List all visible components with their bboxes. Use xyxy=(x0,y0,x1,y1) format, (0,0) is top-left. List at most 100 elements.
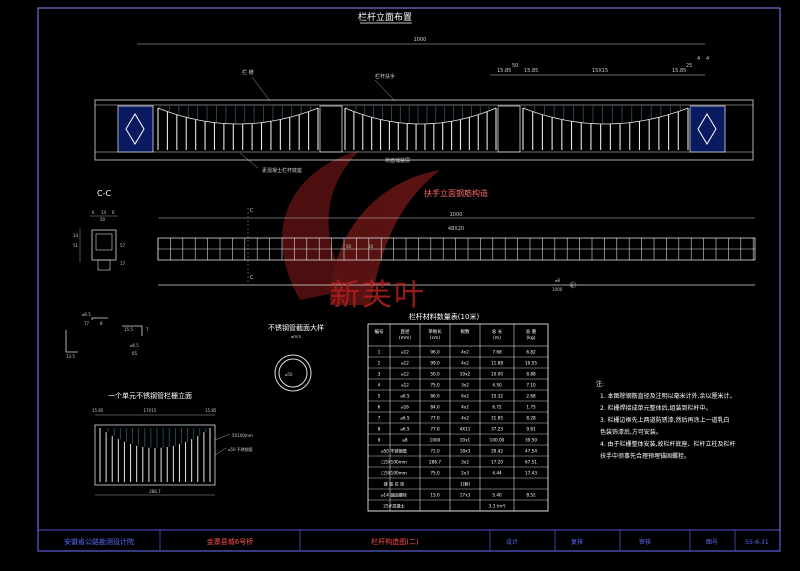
title-block xyxy=(37,529,781,552)
table-cell: 25#混凝土 xyxy=(383,503,404,510)
handrail-elev-title: 扶手立面钢筋构造 xyxy=(424,188,488,198)
table-cell: 9 xyxy=(378,438,381,443)
unit-note1: 5X100mm xyxy=(232,433,253,438)
note-line: 3. 栏栅边框先上两道防锈漆,然后再涂上一道乳白 xyxy=(600,416,730,424)
cc-dim-8: 17 xyxy=(120,261,126,266)
table-cell: 1.75 xyxy=(526,405,536,410)
table-cell: 5.40 xyxy=(492,493,502,498)
table-cell: 4x2 xyxy=(461,405,469,410)
table-cell: ⌀6.5 xyxy=(400,394,410,399)
detail-d1c: 8 xyxy=(100,321,103,326)
main-title: 栏杆立面布置 xyxy=(358,11,412,23)
table-cell: 4x2 xyxy=(461,361,469,366)
dim-d4: 15X15 xyxy=(592,68,608,74)
tb-design: 设计 xyxy=(506,538,518,546)
table-cell: ⌀14 锚固螺栓 xyxy=(381,492,408,499)
table-cell: 17.43 xyxy=(525,471,537,476)
table-cell: 96.0 xyxy=(430,350,440,355)
table-title: 栏杆材料数量表(10米) xyxy=(409,312,480,321)
post-mid-2 xyxy=(497,105,521,153)
cc-dim-1: 6 xyxy=(92,210,95,215)
tb-no-label: 图号 xyxy=(706,539,718,546)
table-cell: 39.42 xyxy=(491,449,503,454)
post-right xyxy=(689,105,726,153)
table-header-cell: 总 重(kg) xyxy=(526,328,537,341)
table-cell: 1000 xyxy=(430,438,441,443)
table-cell: 10x1 xyxy=(460,438,471,443)
note-line: 扶手中须事先合理预埋锚固螺栓。 xyxy=(600,452,690,460)
detail-d1: ⌀6.5 xyxy=(82,312,91,317)
table-cell: 8.88 xyxy=(526,372,536,377)
table-cell: □5X100mm xyxy=(381,471,407,476)
unit-d2: 17X15 xyxy=(144,408,157,413)
table-cell: 3x2 xyxy=(461,460,469,465)
table-cell: 4X11 xyxy=(460,427,471,432)
bar-index: 8 xyxy=(571,283,574,288)
table-cell: 1 xyxy=(378,350,381,355)
note-line: 色装饰漆后,方可安装。 xyxy=(600,428,662,436)
label-handrail: 栏杆扶手 xyxy=(375,73,395,80)
table-cell: ⌀6.5 xyxy=(400,427,410,432)
table-cell: 31.85 xyxy=(491,416,503,421)
pipe-section-title: 不锈钢管截面大样 xyxy=(268,323,324,332)
table-cell: 6x2 xyxy=(461,394,469,399)
table-cell: 8 xyxy=(378,427,381,432)
dim-total: 1000 xyxy=(414,37,427,43)
table-cell: 99.0 xyxy=(430,361,440,366)
cc-dim-5: 51 xyxy=(73,243,79,248)
table-cell: 8.28 xyxy=(526,416,536,421)
table-cell: 84.0 xyxy=(430,405,440,410)
detail-d2c: 7 xyxy=(146,327,149,332)
table-cell: 2x3 xyxy=(461,471,469,476)
detail-d3b: 15.5 xyxy=(124,327,133,332)
table-cell: 7 xyxy=(378,416,381,421)
table-cell: 4x2 xyxy=(461,350,469,355)
table-cell: 6.82 xyxy=(526,350,536,355)
table-cell: 67.51 xyxy=(525,460,537,465)
table-cell: 6 xyxy=(378,405,381,410)
detail-d2b: 65 xyxy=(132,351,138,356)
pipe-section-scale: ⌀mm xyxy=(291,334,301,339)
unit-total: 286.7 xyxy=(149,489,161,494)
watermark-logo xyxy=(282,150,440,305)
pipe-dia: ⌀50 xyxy=(285,372,293,377)
detail-d1b: 77 xyxy=(84,321,90,326)
unit-d1: 15.85 xyxy=(92,408,104,413)
table-cell: 77.0 xyxy=(430,427,440,432)
dim-d1: 15.85 xyxy=(497,68,511,74)
arch-curve xyxy=(344,107,497,125)
table-cell: 4.50 xyxy=(492,383,502,388)
table-cell: 77.0 xyxy=(430,416,440,421)
pipe-outer xyxy=(274,354,312,392)
table-cell: 3x2 xyxy=(461,383,469,388)
handrail-n1: 50 xyxy=(346,244,352,249)
table-cell: ⌀12 xyxy=(401,372,409,377)
cc-dim-2: 14 xyxy=(101,210,107,215)
table-cell: □5X100mm xyxy=(381,460,407,465)
table-cell: 10.32 xyxy=(491,394,503,399)
table-cell: 10x2 xyxy=(460,372,471,377)
arch-curve xyxy=(157,107,319,125)
tb-review: 审核 xyxy=(639,538,651,546)
table-cell: 72.0 xyxy=(430,449,440,454)
unit-bars xyxy=(99,428,211,482)
table-cell: ⌀12 xyxy=(401,361,409,366)
notes-block: 1. 本图除钢筋直径及注明以毫米计外,余以厘米计。2. 栏栅焊接成单元整体后,组… xyxy=(600,392,736,460)
table-cell: 100.00 xyxy=(490,438,505,443)
watermark-text: 新芙叶 xyxy=(330,278,426,313)
table-cell: 镂 铁 花 饰 xyxy=(384,481,405,488)
table-cell: 5 xyxy=(378,394,381,399)
table-cell: 47.54 xyxy=(525,449,537,454)
label-base: 素混凝土栏杆底座 xyxy=(262,167,302,174)
mark-c-top: C xyxy=(250,208,254,214)
table-cell: 4x2 xyxy=(461,416,469,421)
railing-bars xyxy=(157,106,691,150)
tb-no: S5-6-31 xyxy=(745,539,769,546)
table-cell: 18x3 xyxy=(460,449,471,454)
arch-curve xyxy=(522,107,689,125)
post-left xyxy=(117,105,154,153)
notes-head: 注: xyxy=(596,380,604,388)
section-cc-title: C-C xyxy=(97,189,111,198)
table-cell: 8.52 xyxy=(526,493,536,498)
